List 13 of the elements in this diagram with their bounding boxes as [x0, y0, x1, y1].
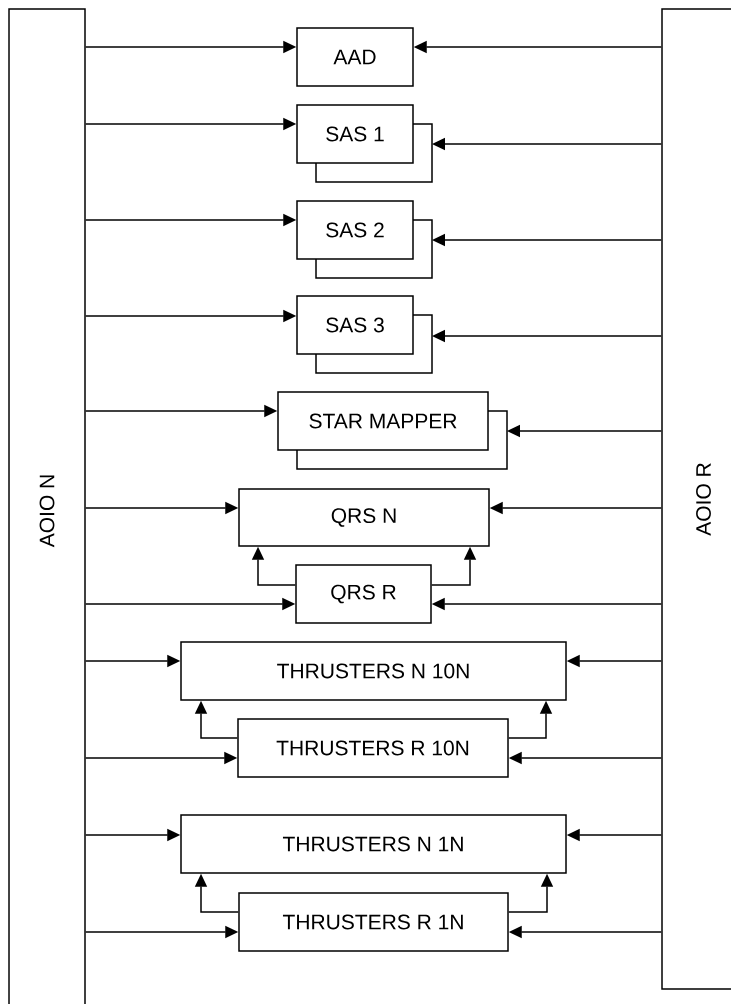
unit-box: THRUSTERS N 10N: [180, 641, 567, 701]
stacked-unit-box: SAS 1: [296, 104, 433, 183]
bus-bar: AOIO R: [661, 8, 731, 990]
unit-box: AAD: [296, 27, 414, 87]
unit-box: QRS R: [295, 564, 432, 624]
bus-bar: AOIO N: [8, 8, 86, 1004]
stacked-unit-box: STAR MAPPER: [277, 391, 508, 470]
unit-box: THRUSTERS N 1N: [180, 814, 567, 874]
unit-box: THRUSTERS R 10N: [237, 718, 509, 778]
unit-box: THRUSTERS R 1N: [238, 892, 509, 952]
stacked-unit-box: SAS 3: [296, 295, 433, 374]
stacked-unit-box: SAS 2: [296, 200, 433, 279]
unit-box: QRS N: [238, 488, 490, 547]
